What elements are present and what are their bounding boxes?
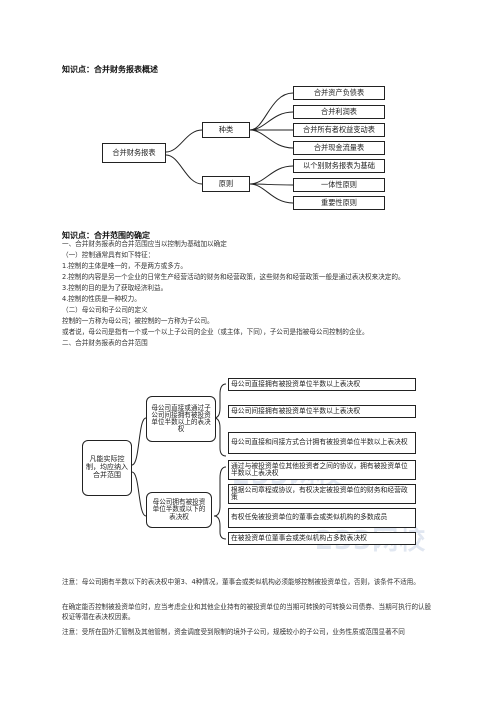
body-line: 或者说，母公司是指有一个或一个以上子公司的企业（或主体，下同），子公司是指被母公… (62, 328, 369, 336)
body-line: 1.控制的主体是唯一的，不是两方或多方。 (62, 262, 187, 270)
body-line: 二、合并财务报表的合并范围 (62, 339, 148, 347)
principle-item: 一体性原则 (293, 178, 385, 192)
diagram2-root: 凡能实际控制，均应纳入合并范围 (82, 440, 132, 496)
diagram2-right-item: 在被投资单位董事会或类似机构占多数表决权 (228, 532, 416, 545)
kind-item: 合并现金流量表 (293, 141, 385, 155)
body-line: （一）控制通常具有如下特征： (62, 251, 155, 259)
principle-item: 重要性原则 (293, 196, 385, 210)
body-line: 4.控制的性质是一种权力。 (62, 295, 141, 303)
diagram2-right-item: 有权任免被投资单位的董事会或类似机构的多数成员 (228, 508, 416, 528)
body-line: 2.控制的内容是另一个企业的日常生产经营活动的财务和经营政策，这些财务和经营政策… (62, 273, 405, 281)
diagram2-right-item: 母公司直接和间接方式合计拥有被投资单位半数以上表决权 (228, 432, 416, 454)
kind-item: 合并利润表 (293, 105, 385, 119)
section2-heading: 知识点：合并范围的确定 (62, 231, 150, 240)
principle-item: 以个别财务报表为基础 (293, 159, 385, 173)
diagram2-right-item: 母公司直接拥有被投资单位半数以上表决权 (228, 378, 416, 391)
diagram1-branch-kinds: 种类 (202, 122, 250, 138)
diagram1-branch-principles: 原则 (202, 176, 250, 192)
note: 注意：母公司拥有半数以下的表决权中第3、4种情况，董事会或类似机构必须能够控制被… (62, 578, 420, 586)
section1-heading: 知识点：合并财务报表概述 (62, 65, 158, 74)
diagram2-mid-majority: 母公司直接或通过子公司间接拥有被投资单位半数以上的表决权 (146, 396, 216, 442)
note: 在确定能否控制被投资单位时，应当考虑企业和其他企业持有的被投资单位的当期可转换的… (62, 603, 432, 622)
diagram2-right-item: 通过与被投资单位其他投资者之间的协议，拥有被投资单位半数以上表决权 (228, 460, 416, 480)
diagram2-mid-minority: 母公司拥有被投资单位半数或以下的表决权 (146, 492, 212, 528)
diagram2-right-item: 根据公司章程或协议，有权决定被投资单位的财务和经营政策 (228, 484, 416, 504)
kind-item: 合并资产负债表 (293, 86, 385, 100)
body-line: 控制的一方称为母公司；被控制的一方称为子公司。 (62, 317, 214, 325)
body-line: 3.控制的目的是为了获取经济利益。 (62, 284, 168, 292)
kind-item: 合并所有者权益变动表 (293, 123, 385, 137)
body-line: 一、合并财务报表的合并范围应当以控制为基础加以确定 (62, 240, 227, 248)
diagram1-root: 合并财务报表 (102, 143, 166, 163)
diagram2-right-item: 母公司间接拥有被投资单位半数以上表决权 (228, 405, 416, 418)
note: 注意：受所在国外汇管制及其他管制，资金调度受到限制的境外子公司，规模较小的子公司… (62, 628, 405, 636)
body-line: （二）母公司和子公司的定义 (62, 306, 148, 314)
